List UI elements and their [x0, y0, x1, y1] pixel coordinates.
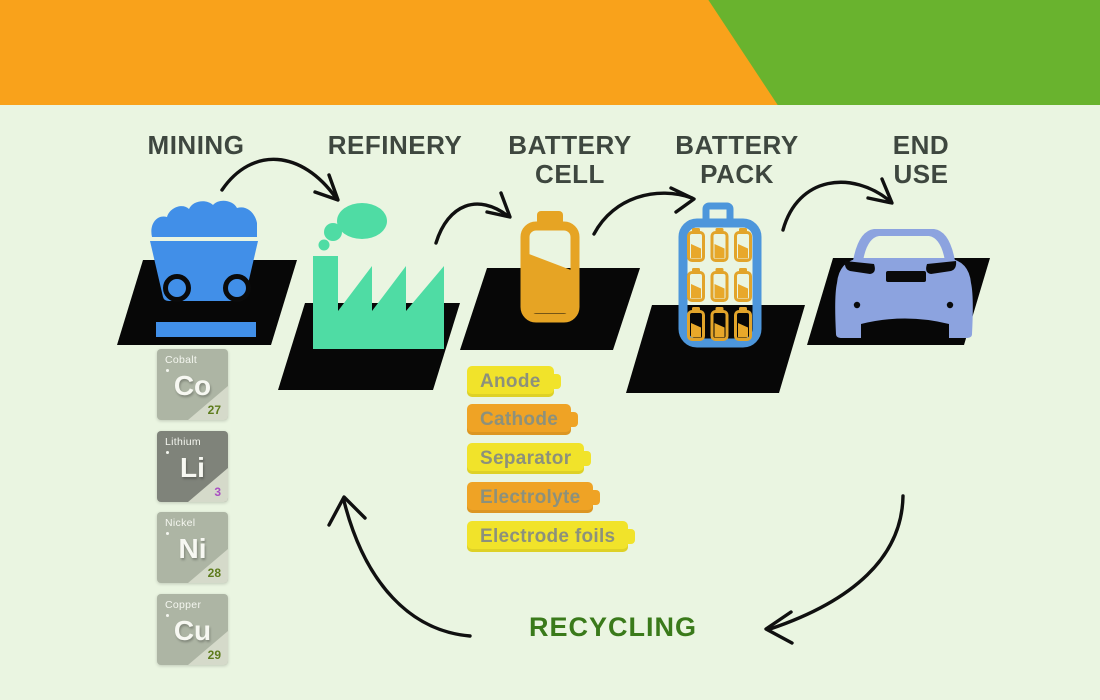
component-pill-cathode: Cathode: [467, 404, 579, 435]
battery-cell-icon: [520, 211, 580, 323]
element-tile-copper: Copper Cu 29: [157, 594, 228, 665]
element-number: 27: [207, 403, 221, 417]
element-symbol: Ni: [178, 533, 207, 564]
arrow-pack-to-enduse: [781, 180, 892, 232]
recycling-label: RECYCLING: [528, 612, 697, 642]
element-tile-cobalt: Cobalt Co 27: [157, 349, 228, 420]
arrowhead-mining-to-refinery: [313, 173, 340, 202]
element-tile-nickel: Nickel Ni 28: [157, 512, 228, 583]
element-name: Lithium: [165, 436, 201, 448]
factory-icon: [313, 203, 444, 349]
platform-battery-pack: [626, 305, 805, 393]
element-dot: [166, 532, 169, 535]
element-number: 28: [207, 566, 221, 580]
arrow-enduse-to-recycling: [768, 494, 905, 631]
arrow-refinery-to-cell: [434, 202, 510, 245]
arrowhead-cell-to-pack: [669, 186, 696, 214]
arrowhead-recycling-to-components: [327, 495, 367, 527]
element-symbol: Li: [180, 452, 205, 483]
banner-orange-band: [0, 0, 1100, 105]
stage-label-refinery: REFINERY: [327, 130, 463, 160]
arrowhead-enduse-to-recycling: [764, 610, 794, 645]
component-pill-electrode-foils: Electrode foils: [467, 521, 636, 552]
arrowhead-pack-to-enduse: [866, 177, 894, 205]
stage-label-battery-pack: BATTERY PACK: [675, 130, 799, 189]
arrow-cell-to-pack: [592, 191, 694, 236]
component-pill-separator: Separator: [467, 443, 592, 474]
battery-pack-icon: [678, 202, 762, 348]
stage-label-battery-cell: BATTERY CELL: [508, 130, 632, 189]
component-pill-electrolyte: Electrolyte: [467, 482, 601, 513]
element-number: 3: [214, 485, 221, 499]
element-name: Cobalt: [165, 354, 198, 366]
element-name: Copper: [165, 599, 202, 611]
component-pill-anode: Anode: [467, 366, 561, 397]
stage-label-end-use: END USE: [892, 130, 950, 189]
element-dot: [166, 614, 169, 617]
arrow-recycling-to-components: [342, 499, 472, 638]
element-dot: [166, 451, 169, 454]
banner-green-shape: [708, 0, 1100, 105]
element-symbol: Cu: [173, 615, 212, 646]
element-tile-lithium: Lithium Li 3: [157, 431, 228, 502]
arrowhead-refinery-to-cell: [485, 191, 512, 219]
arrow-mining-to-refinery: [220, 157, 338, 200]
element-number: 29: [207, 648, 221, 662]
car-icon: [835, 229, 973, 338]
element-dot: [166, 369, 169, 372]
element-name: Nickel: [165, 517, 196, 529]
stage-label-mining: MINING: [147, 130, 245, 160]
element-symbol: Co: [173, 370, 212, 401]
mine-cart-icon: [150, 200, 258, 337]
